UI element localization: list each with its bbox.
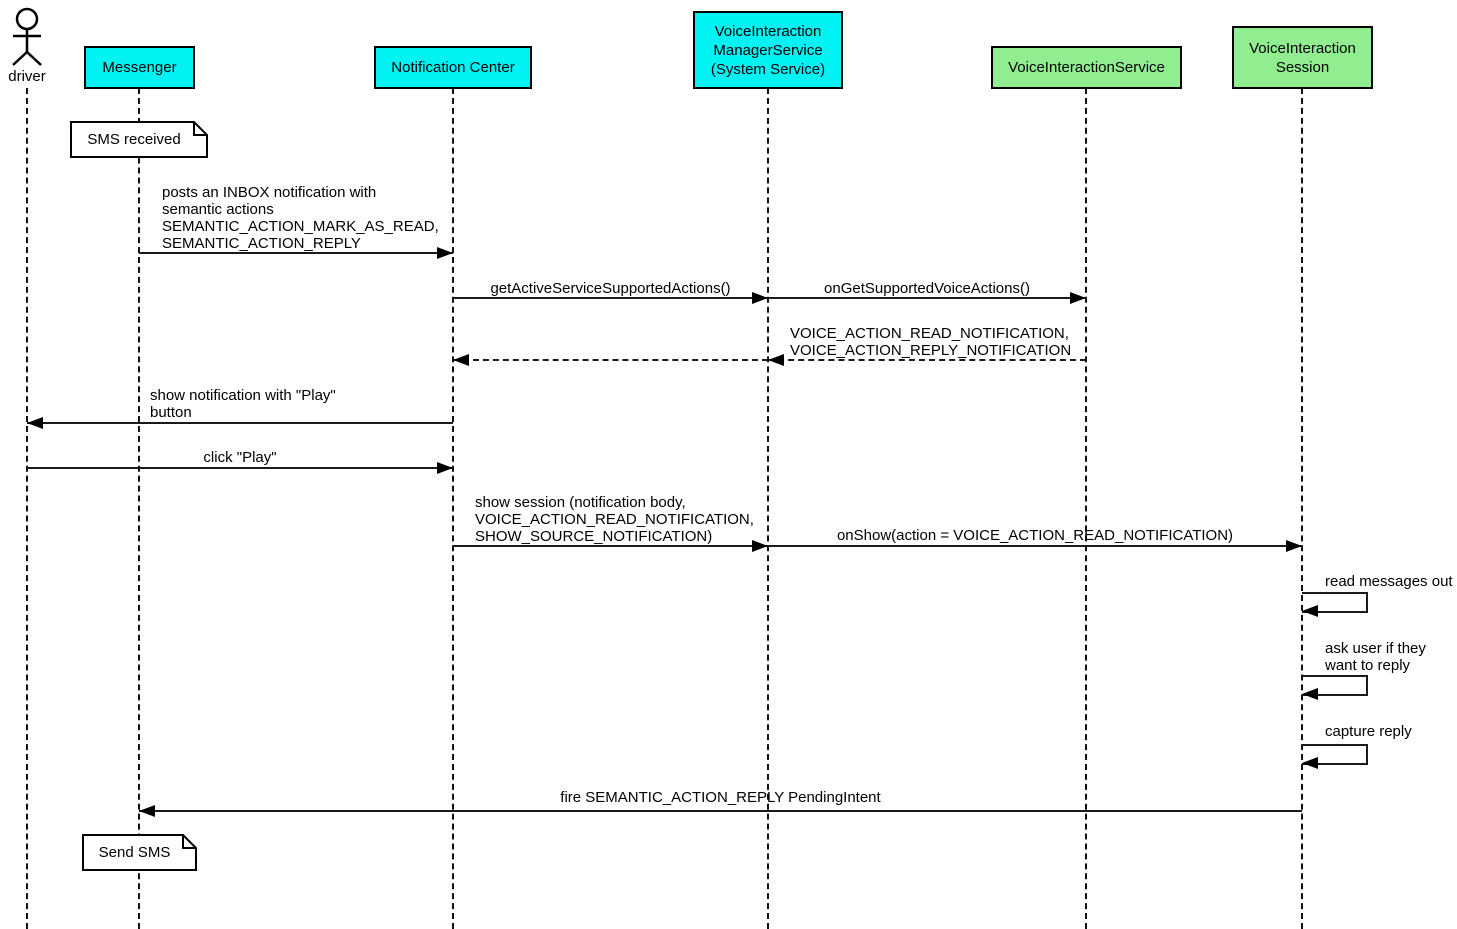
participant-notification-center: Notification Center	[374, 46, 532, 89]
participant-label: VoiceInteractionService	[1008, 59, 1165, 76]
message-line	[139, 252, 453, 254]
actor-label: driver	[8, 68, 46, 85]
arrowhead-right-icon	[437, 247, 453, 259]
message-line	[27, 467, 453, 469]
self-message-loop	[1302, 744, 1368, 765]
message-line	[139, 810, 1302, 812]
message-label: capture reply	[1325, 723, 1412, 740]
participant-label: Notification Center	[391, 59, 515, 76]
message-label: ask user if they want to reply	[1325, 640, 1426, 674]
arrowhead-left-icon	[1302, 605, 1318, 617]
lifeline-driver	[26, 88, 28, 929]
participant-voiceinteraction-managerservice: VoiceInteraction ManagerService (System …	[693, 11, 843, 89]
message-return-line	[768, 359, 1086, 361]
arrowhead-left-icon	[1302, 688, 1318, 700]
lifeline-voiceinteraction-managerservice	[767, 88, 769, 929]
lifeline-notification-center	[452, 88, 454, 929]
note-sms-received: SMS received	[70, 121, 208, 158]
arrowhead-left-icon	[1302, 757, 1318, 769]
note-label: SMS received	[87, 131, 181, 148]
participant-voiceinteraction-session: VoiceInteraction Session	[1232, 26, 1373, 89]
message-label: getActiveServiceSupportedActions()	[490, 280, 731, 297]
arrowhead-left-icon	[27, 417, 43, 429]
message-line	[453, 545, 768, 547]
arrowhead-right-icon	[752, 540, 768, 552]
self-message-loop	[1302, 675, 1368, 696]
message-line	[768, 545, 1302, 547]
lifeline-messenger	[138, 88, 140, 929]
message-line	[768, 297, 1086, 299]
arrowhead-left-icon	[139, 805, 155, 817]
message-label: posts an INBOX notification with semanti…	[162, 184, 439, 252]
note-send-sms: Send SMS	[82, 834, 197, 871]
arrowhead-right-icon	[1070, 292, 1086, 304]
participant-messenger: Messenger	[84, 46, 195, 89]
arrowhead-left-icon	[768, 354, 784, 366]
arrowhead-right-icon	[1286, 540, 1302, 552]
lifeline-voiceinteractionservice	[1085, 88, 1087, 929]
note-shape-icon	[70, 121, 208, 158]
self-message-loop	[1302, 592, 1368, 613]
message-label: click "Play"	[203, 449, 277, 466]
message-return-line	[453, 359, 768, 361]
arrowhead-right-icon	[437, 462, 453, 474]
message-label: show session (notification body, VOICE_A…	[475, 494, 754, 545]
message-label: onShow(action = VOICE_ACTION_READ_NOTIFI…	[836, 527, 1234, 544]
actor-driver: driver	[0, 3, 54, 85]
arrowhead-left-icon	[453, 354, 469, 366]
note-shape-icon	[82, 834, 197, 871]
message-label: read messages out	[1325, 573, 1453, 590]
message-label: fire SEMANTIC_ACTION_REPLY PendingIntent	[560, 789, 881, 806]
arrowhead-right-icon	[752, 292, 768, 304]
participant-label: VoiceInteraction ManagerService (System …	[710, 22, 826, 78]
note-label: Send SMS	[98, 844, 171, 861]
message-label: onGetSupportedVoiceActions()	[824, 280, 1030, 297]
message-label: show notification with "Play" button	[150, 387, 336, 421]
lifeline-voiceinteraction-session	[1301, 88, 1303, 929]
participant-voiceinteractionservice: VoiceInteractionService	[991, 46, 1182, 89]
message-line	[453, 297, 768, 299]
message-line	[27, 422, 453, 424]
message-label: VOICE_ACTION_READ_NOTIFICATION, VOICE_AC…	[790, 325, 1072, 359]
participant-label: Messenger	[102, 59, 177, 76]
stick-figure-icon	[12, 7, 42, 66]
participant-label: VoiceInteraction Session	[1249, 39, 1356, 76]
